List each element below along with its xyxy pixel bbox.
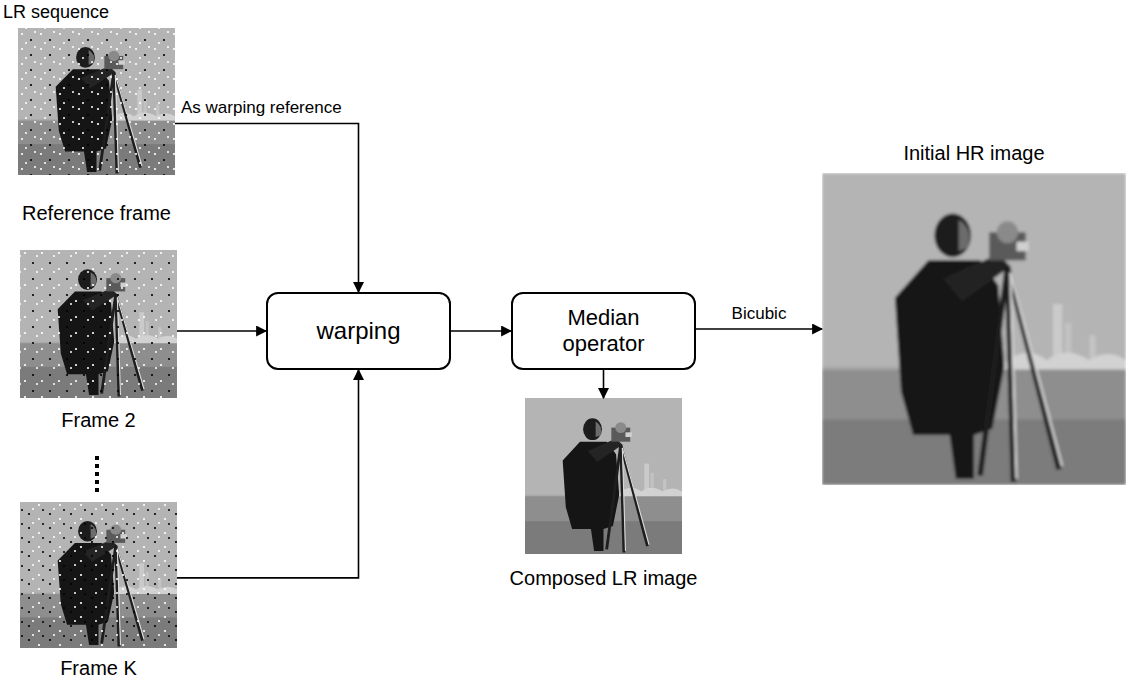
arrow-connector: [177, 330, 266, 332]
section-title: LR sequence: [3, 2, 109, 24]
image-caption: Composed LR image: [510, 566, 698, 590]
frame-picture: [20, 502, 177, 648]
frame-picture: [20, 250, 177, 398]
image-caption: Frame K: [60, 656, 137, 680]
input-frame: Frame 2: [20, 250, 177, 398]
input-frame: Reference frame: [18, 28, 175, 175]
ellipsis-dots: [95, 456, 99, 492]
hr-picture: [822, 173, 1126, 485]
image-caption: Initial HR image: [903, 141, 1044, 165]
image-caption: Frame 2: [61, 408, 135, 432]
output-image: Composed LR image: [525, 398, 682, 554]
edge-label: Bicubic: [730, 304, 789, 324]
output-image: Initial HR image: [822, 173, 1126, 485]
arrow-connector: [177, 370, 359, 578]
composed-picture: [525, 398, 682, 554]
arrow-connector: [603, 370, 605, 398]
arrow-connector: [175, 124, 359, 292]
process-box: Median operator: [511, 292, 696, 370]
arrow-connector: [696, 328, 822, 330]
process-box: warping: [266, 292, 451, 370]
edge-label: As warping reference: [179, 98, 344, 118]
arrow-connector: [451, 330, 511, 332]
box-label: warping: [316, 317, 400, 346]
box-label: Median operator: [533, 305, 674, 358]
image-caption: Reference frame: [22, 201, 171, 225]
input-frame: Frame K: [20, 502, 177, 648]
reference-frame-picture: [18, 28, 175, 175]
